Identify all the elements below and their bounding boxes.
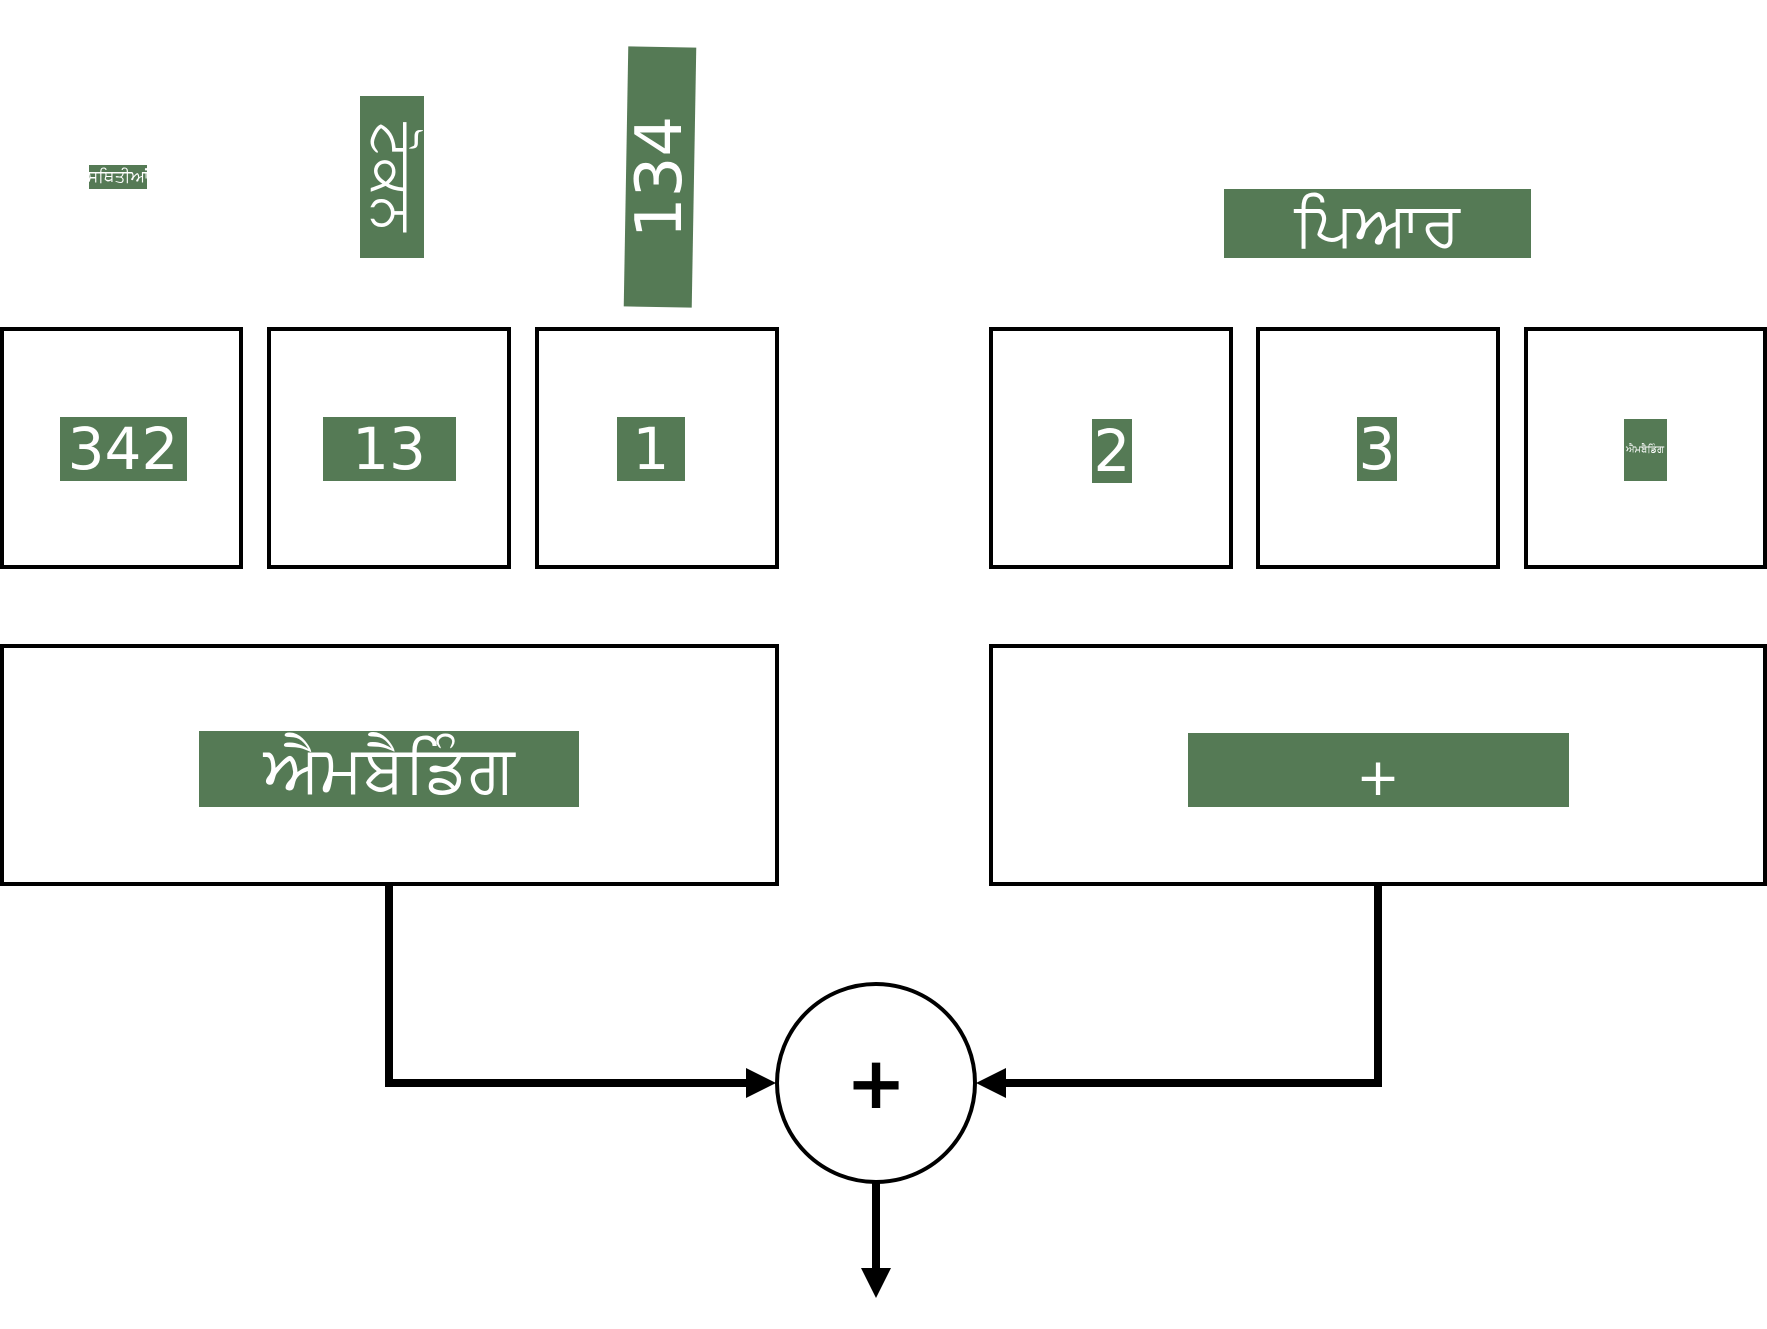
token-id-box-3: 1 (535, 327, 779, 569)
label-positions-text: ਸਥਿਤੀਆਂ (86, 167, 150, 187)
position-id-value: 2 (1094, 417, 1131, 485)
plus-icon: + (846, 1041, 906, 1125)
sum-node: + (775, 982, 977, 1184)
connector-right (976, 884, 1382, 1098)
arrow-down-icon (861, 1268, 891, 1298)
output-arrow (861, 1182, 891, 1298)
token-id-value: 1 (633, 415, 670, 483)
label-love: ਪਿਆਰ (1224, 188, 1531, 261)
label-token-text: ਟੋਕਨ (360, 121, 425, 233)
position-id-box-1: 2 (989, 327, 1233, 569)
token-id-box-1: 342 (0, 327, 243, 569)
label-token: ਟੋਕਨ (360, 96, 425, 258)
token-embedding-block: ਐਮਬੈਡਿੰਗ (0, 644, 779, 886)
label-positions: ਸਥਿਤੀਆਂ (86, 165, 150, 189)
label-love-text: ਪਿਆਰ (1293, 188, 1461, 261)
arrowhead-icon (746, 1068, 776, 1098)
label-number: 134 (623, 46, 697, 308)
token-id-box-2: 13 (267, 327, 511, 569)
position-embedding-block: + (989, 644, 1767, 886)
connector-left (385, 884, 776, 1098)
position-embedding-label: + (1356, 748, 1400, 808)
position-id-value: ਐਮਬੈਡਿੰਗ (1625, 444, 1665, 456)
token-embedding-label: ਐਮਬੈਡਿੰਗ (262, 731, 516, 808)
position-id-box-2: 3 (1256, 327, 1500, 569)
token-id-value: 342 (68, 415, 179, 483)
position-id-box-3: ਐਮਬੈਡਿੰਗ (1524, 327, 1767, 569)
position-id-value: 3 (1359, 415, 1396, 483)
label-number-text: 134 (623, 116, 697, 238)
token-id-value: 13 (352, 415, 426, 483)
arrowhead-icon (976, 1068, 1006, 1098)
